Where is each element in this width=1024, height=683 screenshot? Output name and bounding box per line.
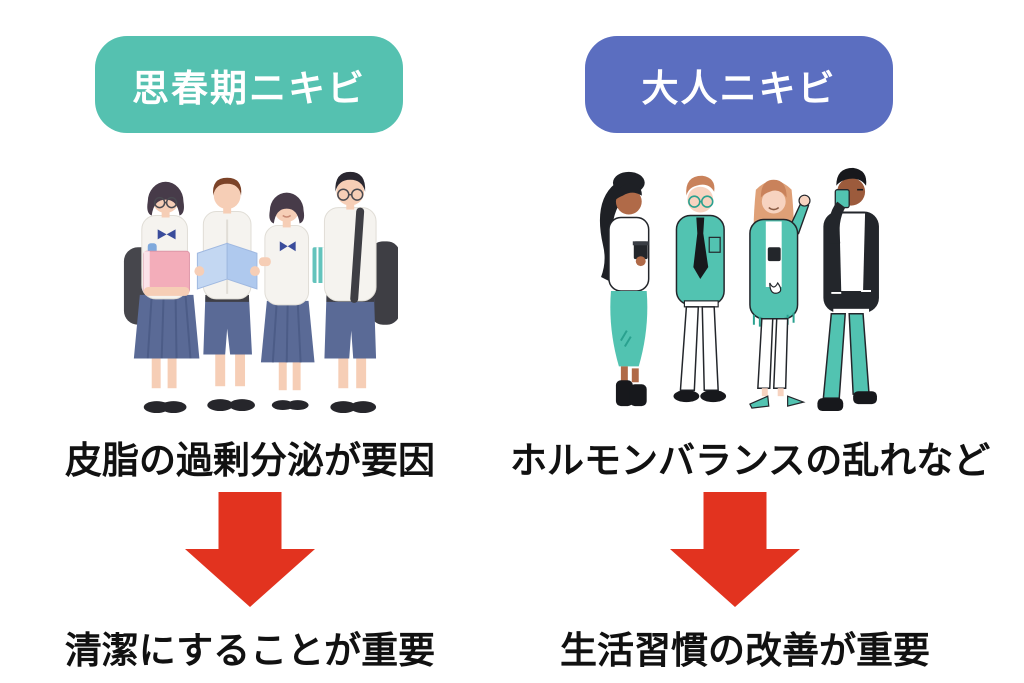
student-girl-left: [123, 181, 200, 414]
teen-down-arrow-icon: [185, 492, 315, 607]
adults-illustration: [572, 150, 906, 418]
students-illustration-svg: [123, 171, 398, 414]
student-boy-right: [312, 171, 398, 414]
teen-acne-badge-label: 思春期ニキビ: [132, 67, 366, 109]
adult-acne-badge-label: 大人ニキビ: [641, 67, 837, 109]
adult-conclusion-text: 生活習慣の改善が重要: [560, 630, 930, 671]
adult-down-arrow-icon: [670, 492, 800, 607]
students-illustration: [100, 150, 398, 418]
student-boy-left: [194, 177, 260, 412]
adult-cause-text: ホルモンバランスの乱れなど: [510, 440, 991, 481]
adult-man-drinking: [817, 167, 879, 412]
adult-woman-coffee: [599, 171, 650, 407]
adults-illustration-svg: [599, 167, 879, 412]
adult-man-tie: [673, 175, 727, 403]
teen-acne-badge: 思春期ニキビ: [95, 36, 403, 133]
adult-acne-badge: 大人ニキビ: [585, 36, 893, 133]
teen-cause-text: 皮脂の過剰分泌が要因: [65, 440, 435, 481]
teen-conclusion-text: 清潔にすることが重要: [64, 630, 436, 671]
adult-woman-waving: [749, 179, 811, 409]
student-girl-right: [258, 192, 315, 411]
